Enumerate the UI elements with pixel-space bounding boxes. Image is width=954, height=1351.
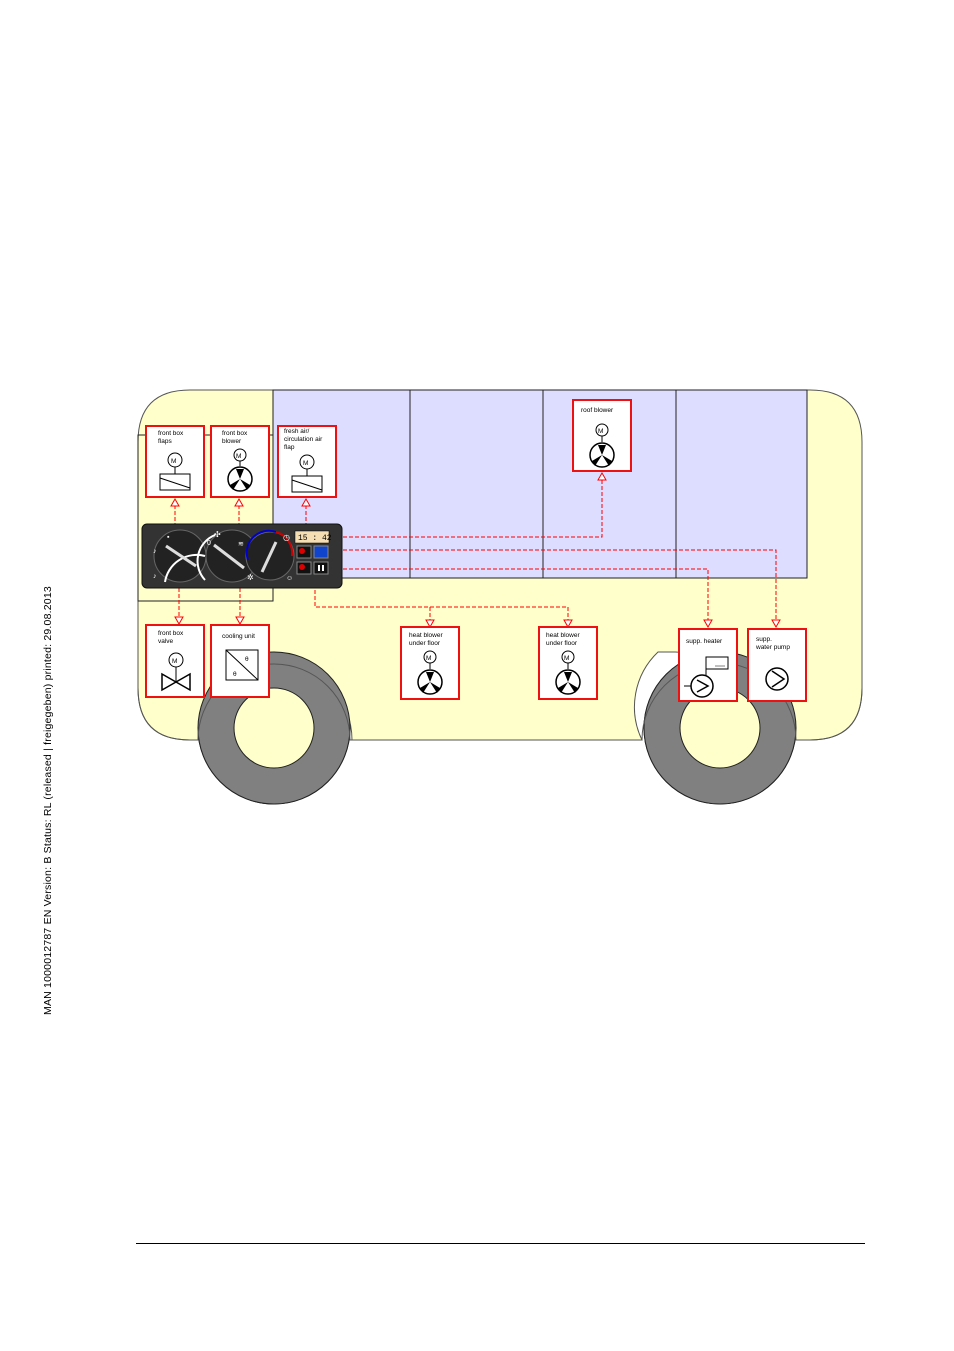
fan-icon: ✣	[214, 530, 221, 539]
mode-button-2[interactable]	[313, 545, 329, 559]
svg-text:M: M	[598, 428, 603, 435]
svg-text:M: M	[172, 658, 177, 665]
front-box-outline	[137, 434, 274, 602]
svg-text:roof blower: roof blower	[581, 407, 614, 414]
svg-text:supp. heater: supp. heater	[686, 638, 723, 645]
air-icon-bottom: ♪	[153, 573, 157, 580]
zero-mark: 0	[207, 540, 211, 547]
motor-fan-icon: M	[227, 448, 253, 492]
svg-text:cooling unit: cooling unit	[222, 633, 255, 640]
svg-text:M: M	[236, 453, 241, 460]
svg-text:M: M	[564, 655, 569, 662]
clock-display	[294, 530, 330, 544]
gear-icon: ✲	[247, 573, 254, 582]
svg-text:θ: θ	[245, 656, 249, 663]
component-supp-water-pump: supp.water pump	[747, 628, 807, 702]
component-roof-blower: roof blower M	[572, 399, 632, 472]
motor-flap-icon: M	[291, 454, 323, 493]
seat-icon: ▪	[167, 534, 170, 541]
defrost-icon: ≋	[238, 541, 244, 548]
component-cooling-unit: cooling unit θ θ	[210, 624, 270, 698]
heater-icon	[684, 656, 729, 698]
motor-flap-icon: M	[159, 452, 191, 491]
clock-text: 15 : 42	[298, 534, 332, 543]
svg-text:supp.water pump: supp.water pump	[755, 636, 790, 651]
person-icon: ☺	[286, 575, 293, 582]
motor-fan-icon: M	[589, 423, 615, 468]
footer-rule	[136, 1243, 865, 1244]
cabin-window-area	[272, 389, 808, 579]
component-supp-heater: supp. heater	[678, 628, 738, 702]
arrowheads	[170, 471, 781, 629]
climate-control-panel: 0 ✲ ✣ ≋ ◷ 15 : 42 ☺ ♪ ♪ ▪	[141, 523, 343, 589]
pump-icon	[765, 667, 789, 691]
svg-text:M: M	[426, 655, 431, 662]
motor-fan-icon: M	[555, 650, 581, 695]
mode-button-4[interactable]	[313, 561, 329, 575]
motor-valve-icon: M	[161, 652, 191, 692]
svg-text:M: M	[171, 458, 176, 465]
svg-text:θ: θ	[233, 671, 237, 678]
motor-fan-icon: M	[417, 650, 443, 695]
cooling-unit-icon: θ θ	[225, 649, 259, 681]
air-icon-top: ♪	[153, 548, 157, 555]
clock-icon: ◷	[283, 533, 290, 542]
svg-text:M: M	[303, 460, 308, 467]
connection-lines	[174, 474, 777, 627]
